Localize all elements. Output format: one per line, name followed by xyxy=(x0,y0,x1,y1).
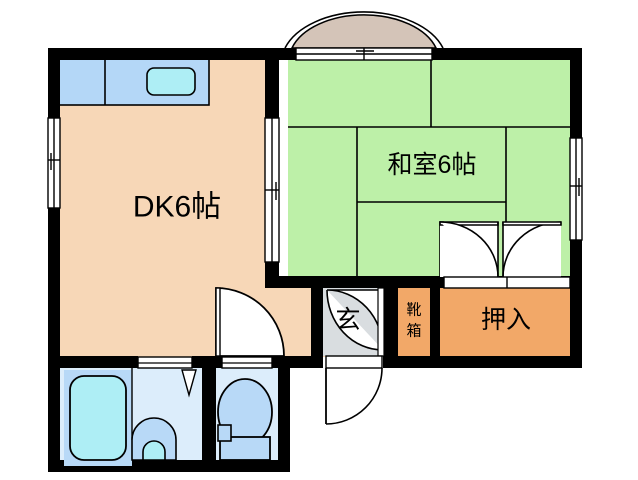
genkan-label: 玄 xyxy=(335,306,360,334)
wall-dk-washitsu-upper xyxy=(265,48,279,118)
door-genkan-corridor[interactable] xyxy=(326,287,385,357)
oshiire-sliding-doors[interactable] xyxy=(443,276,571,289)
wall-top-dk xyxy=(48,48,274,60)
washitsu-room-label: 和室6帖 xyxy=(388,151,477,179)
svg-text:箱: 箱 xyxy=(406,323,421,340)
entrance-door[interactable] xyxy=(325,355,383,425)
kitchen-counter xyxy=(56,56,210,106)
svg-text:靴: 靴 xyxy=(406,302,421,319)
closet-doors-washitsu[interactable] xyxy=(439,221,562,278)
wash-basin xyxy=(131,417,177,461)
shoe-box-label: 靴 箱 xyxy=(406,302,421,340)
wall-bath-top-left xyxy=(48,356,138,368)
wall-toilet-top-left xyxy=(216,356,222,368)
oshiire-label: 押入 xyxy=(481,306,531,334)
dk-room-label: DK6帖 xyxy=(133,191,221,224)
door-dk-corridor[interactable] xyxy=(215,287,285,357)
wall-genkan-left xyxy=(311,288,323,356)
wall-oshiire-right xyxy=(570,288,582,368)
wall-top-washitsu-right xyxy=(430,48,582,60)
toilet-tank xyxy=(217,424,271,461)
wall-shoebox-right xyxy=(430,288,440,356)
shoe-box-floor xyxy=(398,288,430,356)
oshiire-floor xyxy=(440,288,573,356)
wall-left-lower xyxy=(48,208,60,360)
wall-bath-right xyxy=(202,368,216,472)
door-bath[interactable] xyxy=(137,356,193,369)
balcony-arc xyxy=(284,11,444,49)
window-right-washitsu xyxy=(569,137,583,241)
wall-toilet-right xyxy=(278,356,290,472)
door-toilet[interactable] xyxy=(221,356,273,369)
bath-vent-icon xyxy=(181,369,197,398)
window-balcony-washitsu xyxy=(295,47,433,61)
wall-oshiire-bottom xyxy=(398,356,582,368)
wall-bath-top-right xyxy=(192,356,216,368)
fusuma-dk-washitsu[interactable] xyxy=(264,117,280,263)
wall-genkan-bottom-gap xyxy=(383,356,398,368)
wall-top-washitsu-left xyxy=(274,48,298,60)
wall-bath-left xyxy=(48,356,60,472)
window-left-dk xyxy=(47,117,61,209)
wall-left-upper xyxy=(48,48,60,118)
kitchen-sink xyxy=(146,67,196,96)
wall-genkan-right xyxy=(383,288,398,356)
wall-dk-washitsu-lower xyxy=(265,262,279,288)
bathtub xyxy=(64,370,132,466)
wall-toilet-top-right xyxy=(272,356,290,368)
wall-right-upper xyxy=(570,48,582,138)
